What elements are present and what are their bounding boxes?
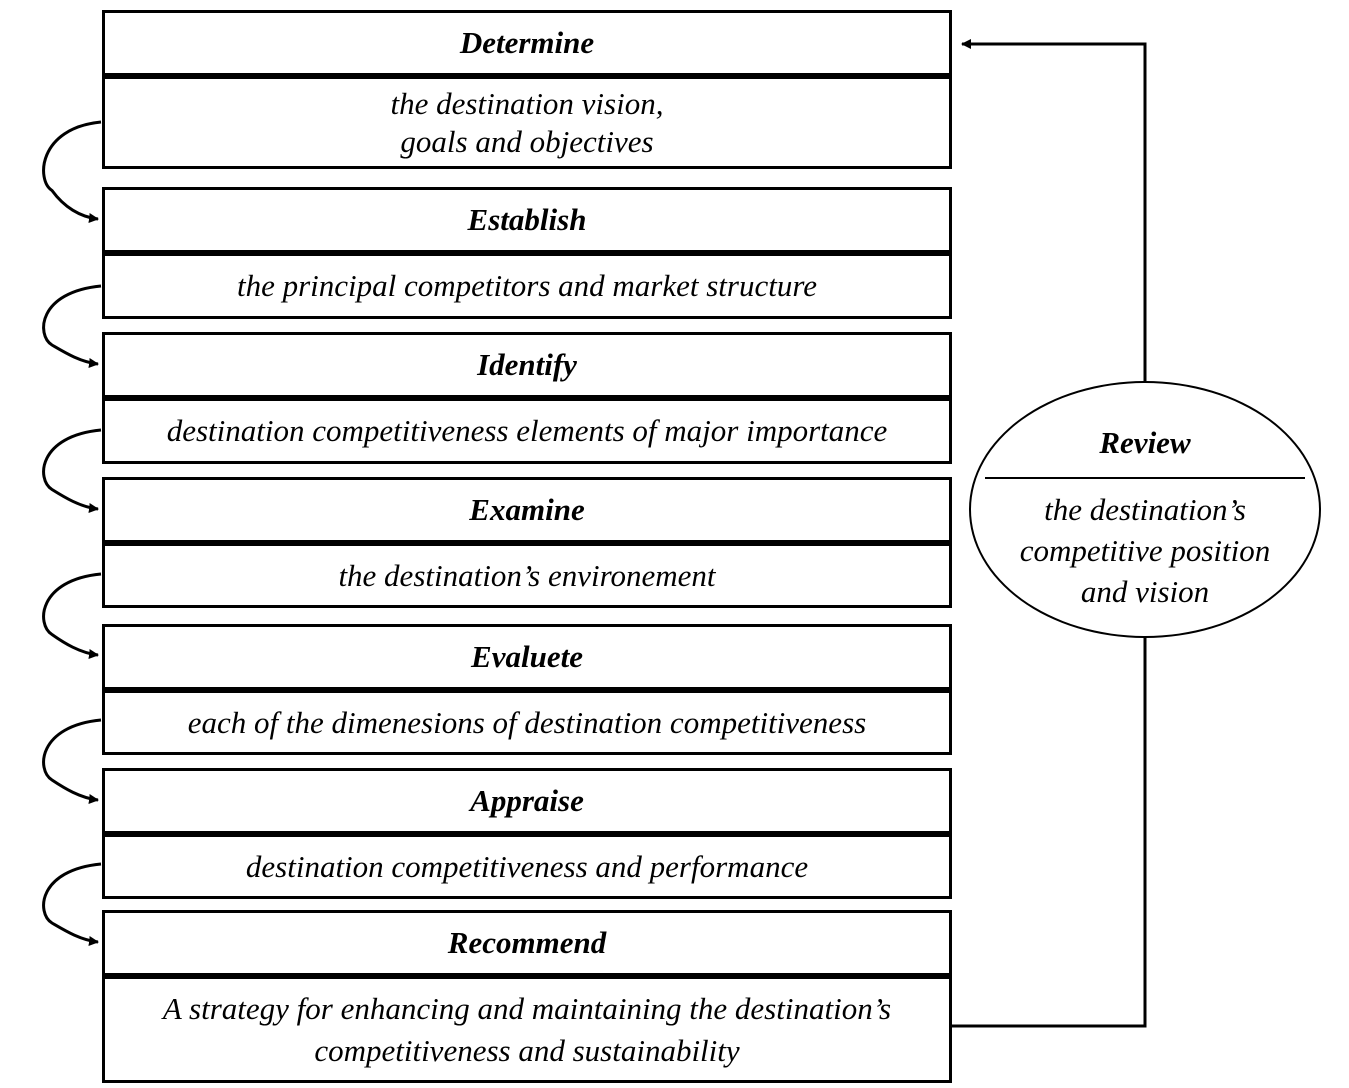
step-evaluete-desc-box: each of the dimenesions of destination c… <box>102 690 952 755</box>
step-description: each of the dimenesions of destination c… <box>187 704 867 740</box>
step-determine-title-box: Determine <box>102 10 952 76</box>
step-determine-desc-box: the destination vision, goals and object… <box>102 76 952 169</box>
step-description: the destination’s environement <box>338 557 716 593</box>
review-divider <box>985 477 1305 479</box>
curved-arrow-1 <box>42 120 102 223</box>
step-establish-title-box: Establish <box>102 187 952 253</box>
step-description: the principal competitors and market str… <box>236 268 818 303</box>
step-appraise-desc-box: destination competitiveness and performa… <box>102 834 952 899</box>
desc-line: the destination vision, <box>390 85 664 121</box>
step-description: destination competitiveness elements of … <box>166 413 888 448</box>
feedback-arrow-to-determine <box>961 39 1147 381</box>
step-examine-title-box: Examine <box>102 477 952 543</box>
desc-line: goals and objectives <box>400 123 654 159</box>
step-evaluete-title-box: Evaluete <box>102 624 952 690</box>
review-title: Review <box>1099 425 1191 460</box>
step-identify-desc-box: destination competitiveness elements of … <box>102 398 952 464</box>
desc-line: competitive position <box>1019 533 1271 568</box>
step-description: the destination vision, goals and object… <box>391 85 664 161</box>
step-title: Evaluete <box>471 639 583 674</box>
review-description: the destination’s competitive position a… <box>971 489 1319 612</box>
review-ellipse: Review the destination’s competitive pos… <box>969 381 1321 638</box>
step-description: A strategy for enhancing and maintaining… <box>163 988 891 1072</box>
curved-arrow-6 <box>42 862 102 946</box>
step-title: Recommend <box>447 925 607 960</box>
step-recommend-desc-box: A strategy for enhancing and maintaining… <box>102 976 952 1083</box>
feedback-arrow-to-review <box>952 627 1150 1028</box>
step-recommend-title-box: Recommend <box>102 910 952 976</box>
step-identify-title-box: Identify <box>102 332 952 398</box>
step-title: Examine <box>469 492 585 527</box>
curved-arrow-2 <box>42 284 102 368</box>
step-title: Identify <box>477 347 577 382</box>
step-appraise-title-box: Appraise <box>102 768 952 834</box>
curved-arrow-5 <box>42 718 102 804</box>
desc-line: and vision <box>1080 574 1210 609</box>
step-establish-desc-box: the principal competitors and market str… <box>102 253 952 319</box>
curved-arrow-4 <box>42 572 102 659</box>
curved-arrow-3 <box>42 428 102 513</box>
step-description: destination competitiveness and performa… <box>245 848 809 884</box>
desc-line: the destination’s <box>1044 492 1246 527</box>
step-title: Determine <box>459 25 595 60</box>
step-examine-desc-box: the destination’s environement <box>102 543 952 608</box>
desc-line: A strategy for enhancing and maintaining… <box>162 990 892 1026</box>
step-title: Appraise <box>470 783 584 818</box>
step-title: Establish <box>467 202 587 237</box>
desc-line: competitiveness and sustainability <box>314 1032 740 1068</box>
step-connector-arrows <box>42 120 102 946</box>
